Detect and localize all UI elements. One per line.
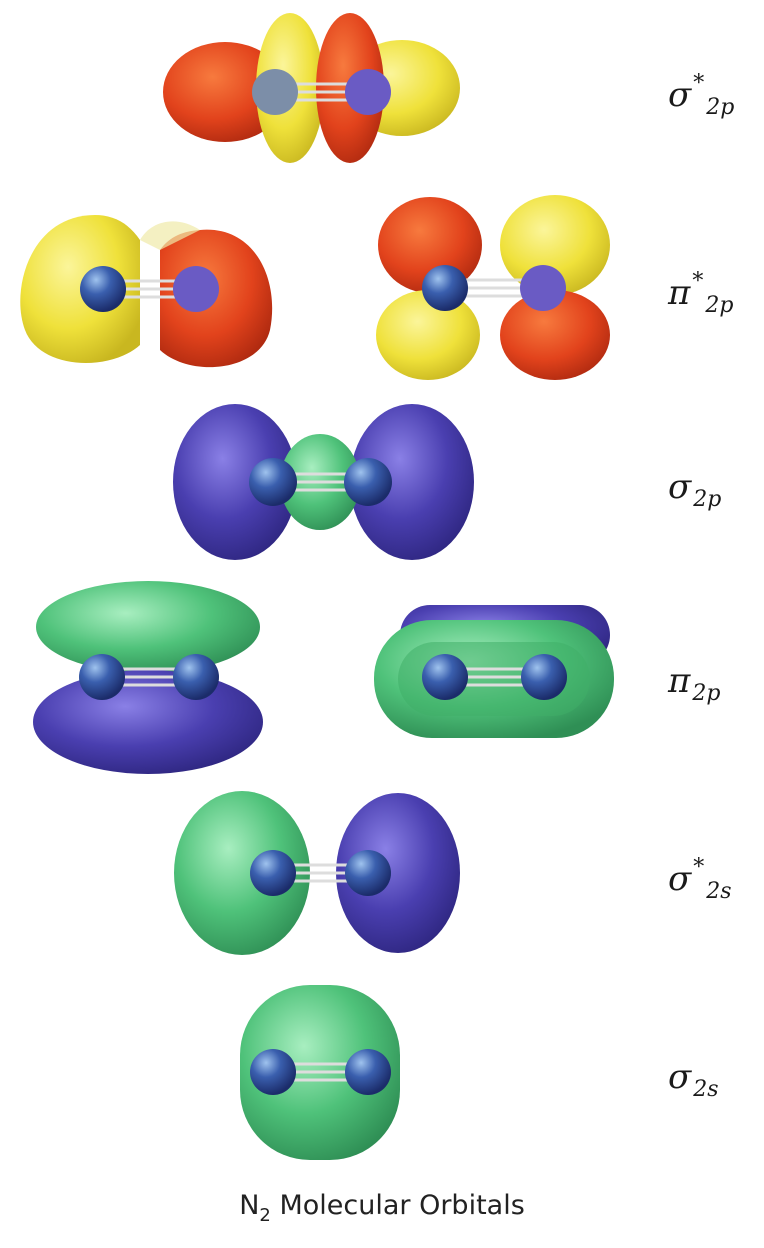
atom-right: [345, 1049, 391, 1095]
atom-left: [250, 1049, 296, 1095]
label-sigma-2p: σ2p: [668, 470, 721, 504]
atom-right: [344, 458, 392, 506]
atom-left: [422, 265, 468, 311]
label-sigma-star-2s: σ*2s: [668, 862, 732, 896]
orbital-pi-2p-right: [374, 605, 614, 738]
label-pi-star-2p: π*2p: [668, 276, 733, 310]
orbital-sigma-star-2s: [174, 791, 460, 955]
atom-right: [521, 654, 567, 700]
orbital-sigma-2s: [240, 985, 400, 1160]
orbital-pi-star-2p-right: [376, 195, 610, 380]
atom-right: [345, 69, 391, 115]
atom-left: [79, 654, 125, 700]
orbital-pi-star-2p-left: [20, 215, 272, 367]
diagram-caption: N2 Molecular Orbitals: [0, 1190, 764, 1221]
orbital-sigma-2p: [173, 404, 474, 560]
atom-left: [422, 654, 468, 700]
lobe-green-top: [36, 581, 260, 673]
atom-right: [520, 265, 566, 311]
atom-right: [173, 654, 219, 700]
orbital-sigma-star-2p: [163, 13, 460, 163]
atom-left: [252, 69, 298, 115]
label-sigma-2s: σ2s: [668, 1060, 719, 1094]
orbital-pi-2p-left: [33, 581, 263, 774]
atom-left: [250, 850, 296, 896]
label-pi-2p: π2p: [668, 664, 720, 698]
label-sigma-star-2p: σ*2p: [668, 78, 734, 112]
atom-left: [249, 458, 297, 506]
atom-right: [173, 266, 219, 312]
atom-right: [345, 850, 391, 896]
atom-left: [80, 266, 126, 312]
lobe-yellow-bottom-left: [376, 290, 480, 380]
